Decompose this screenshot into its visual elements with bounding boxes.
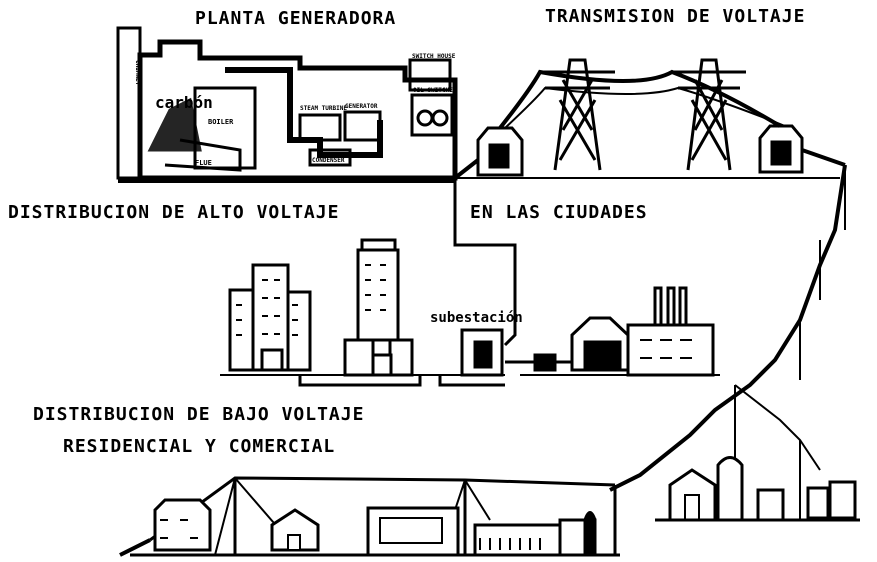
generator-label: GENERATOR — [345, 103, 378, 110]
building-3 — [286, 290, 312, 372]
coal-pile — [147, 97, 202, 152]
school — [473, 523, 562, 557]
building-4 — [356, 248, 400, 342]
city-distribution — [220, 178, 720, 387]
flue-label: FLUE — [195, 159, 212, 167]
coal-label: carbón — [155, 93, 213, 112]
house-2 — [270, 508, 320, 552]
caption-bajo-voltaje: DISTRIBUCION DE BAJO VOLTAJE — [33, 404, 365, 425]
generator — [343, 110, 382, 142]
substation-label: subestación — [430, 310, 523, 326]
switch-house — [408, 58, 452, 92]
caption-alto-voltaje: DISTRIBUCION DE ALTO VOLTAJE — [8, 202, 340, 223]
caption-transmision: TRANSMISION DE VOLTAJE — [545, 6, 806, 27]
turbine — [298, 113, 342, 142]
boiler-label: BOILER — [208, 118, 234, 126]
caption-ciudades: EN LAS CIUDADES — [470, 202, 648, 223]
transmission-line — [453, 58, 846, 180]
chimney — [116, 26, 142, 180]
turbine-label: STEAM TURBINE — [300, 105, 347, 112]
caption-planta-generadora: PLANTA GENERADORA — [195, 8, 397, 29]
caption-residencial: RESIDENCIAL Y COMERCIAL — [63, 436, 336, 457]
condenser-label: CONDENSER — [312, 157, 345, 164]
house-1 — [153, 498, 212, 552]
switch-house-label: SWITCH HOUSE — [412, 53, 456, 60]
tower-left — [540, 58, 615, 171]
building-1 — [228, 288, 257, 372]
feeder-line — [609, 164, 847, 520]
residential-distribution — [119, 456, 860, 557]
tower-right — [672, 58, 746, 171]
oil-switches-label: OIL SWITCHES — [413, 87, 457, 94]
power-plant — [116, 26, 458, 183]
chimney-label: CHIMNEY — [134, 60, 141, 86]
steam-label: STEAM — [255, 66, 276, 74]
